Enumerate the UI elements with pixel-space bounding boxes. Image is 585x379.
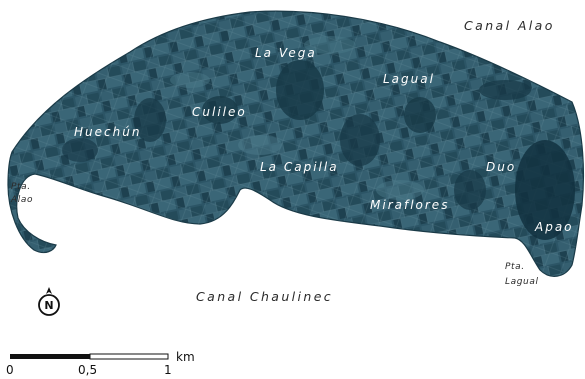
- water-label-canal-alao: Canal Alao: [464, 18, 555, 33]
- island-landmass: [7, 10, 585, 277]
- place-label-la-vega: La Vega: [255, 46, 317, 60]
- scale-unit: km: [176, 350, 195, 364]
- place-label-lagual: Lagual: [383, 72, 435, 86]
- place-label-huechun: Huechún: [74, 125, 141, 139]
- place-label-miraflores: Miraflores: [370, 198, 449, 212]
- point-label-alao-line1: Pta.: [11, 182, 31, 192]
- place-label-duo: Duo: [486, 160, 516, 174]
- north-arrow-label: N: [44, 299, 53, 312]
- scale-tick-0: 0: [6, 363, 14, 377]
- place-label-culileo: Culileo: [192, 105, 247, 119]
- place-label-apao: Apao: [534, 220, 574, 234]
- scale-tick-1: 1: [164, 363, 172, 377]
- north-arrow-icon: N: [38, 287, 60, 316]
- water-label-canal-chaulinec: Canal Chaulinec: [196, 289, 333, 304]
- place-label-la-capilla: La Capilla: [260, 160, 339, 174]
- point-label-alao-line2: Alao: [10, 195, 33, 205]
- point-label-lagual-line1: Pta.: [505, 262, 525, 272]
- point-label-lagual-line2: Lagual: [505, 277, 539, 287]
- scale-bar: 0 0,5 1 km: [6, 350, 195, 377]
- scale-tick-half: 0,5: [78, 363, 97, 377]
